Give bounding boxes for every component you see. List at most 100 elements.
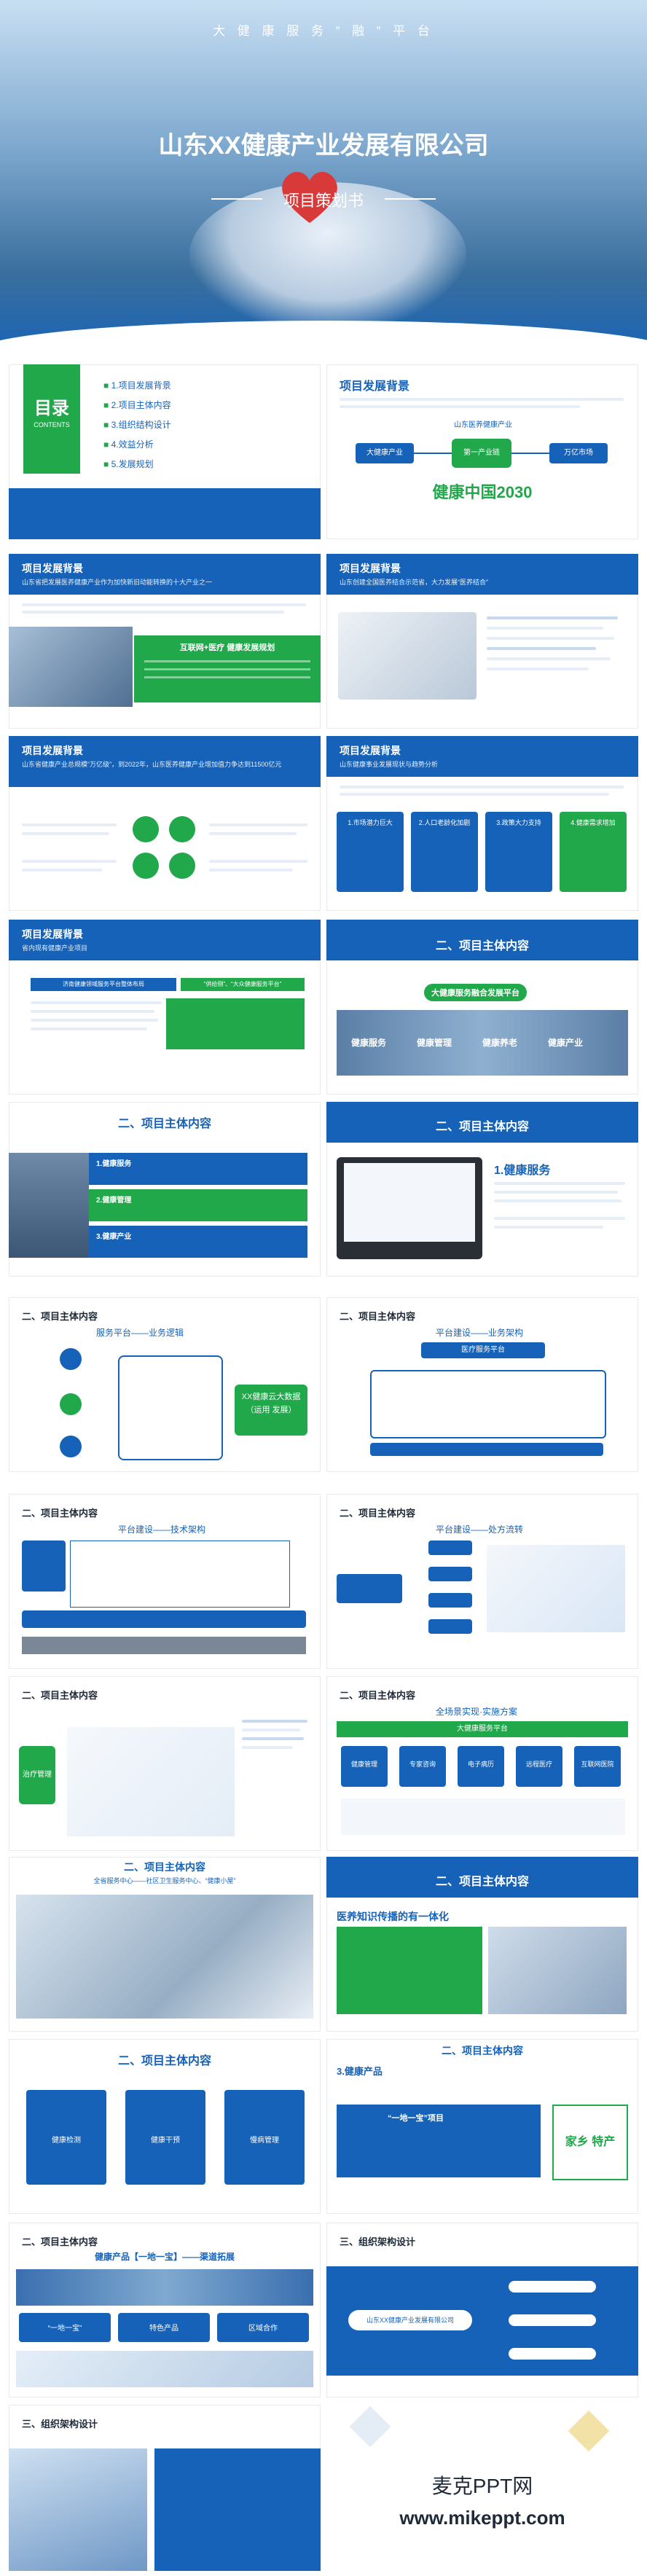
bg6-slide: 项目发展背景 省内现有健康产业项目 济南健康领域服务平台整体布局 “供给侧”、“… <box>9 920 321 1095</box>
hall-caption: 全省服务中心——社区卫生服务中心、“健康小屋” <box>93 1877 236 1884</box>
bg1-node: 大健康产业 <box>356 443 414 463</box>
slide-title: 二、项目主体内容 <box>442 2045 523 2056</box>
hm-card: 健康干预 <box>125 2090 205 2185</box>
org-slide: 三、组织架构设计 山东XX健康产业发展有限公司 <box>326 2223 638 2397</box>
logic-slide: 二、项目主体内容 服务平台——业务逻辑 XX健康云大数据（运用 发展） <box>9 1297 321 1472</box>
bg5-sub: 山东健康事业发展现状与趋势分析 <box>340 761 439 768</box>
toc-title: 目录 <box>34 399 69 418</box>
toc-item[interactable]: ■ 3.组织结构设计 <box>103 420 171 430</box>
bg2-photo <box>9 627 133 707</box>
brand-mark: 麦克PPT网 www.mikeppt.com <box>326 2405 638 2571</box>
tech-title: 平台建设——技术架构 <box>118 1524 206 1535</box>
slide-title: 二、项目主体内容 <box>124 1861 205 1873</box>
bg1-title: 项目发展背景 <box>340 380 410 393</box>
bg3-sub: 山东创建全国医养结合示范省，大力发展“医养结合” <box>340 579 488 586</box>
scene-item: 远程医疗 <box>516 1746 562 1787</box>
bg5-title: 项目发展背景 <box>340 745 401 756</box>
scene-bar: 大健康服务平台 <box>337 1721 628 1737</box>
shop-badge: 家乡 特产 <box>552 2105 628 2180</box>
scene-item: 健康管理 <box>341 1746 388 1787</box>
bg1-node: 第一产业链 <box>452 439 511 468</box>
bg6-sub: 省内现有健康产业项目 <box>22 944 88 952</box>
channel-card: “一地一宝” <box>19 2313 111 2342</box>
slide-title: 二、项目主体内容 <box>117 2055 211 2067</box>
services-strip: 健康服务 健康管理 健康养老 健康产业 <box>337 1010 628 1076</box>
scene-item: 电子病历 <box>458 1746 504 1787</box>
bg2-green-panel: 互联网+医疗 健康发展规划 <box>134 635 321 702</box>
bg1-slide: 项目发展背景 山东医养健康产业 大健康产业 第一产业链 万亿市场 健康中国203… <box>326 364 638 539</box>
process-slide: 二、项目主体内容 平台建设——处方流转 <box>326 1494 638 1669</box>
prod-slide: 二、项目主体内容 3.健康产品 “一地一宝”项目 家乡 特产 <box>326 2039 638 2214</box>
bg2-sub: 山东省把发展医养健康产业作为加快新旧动能转换的十大产业之一 <box>22 579 213 586</box>
brand-name: 麦克PPT网 <box>431 2475 533 2497</box>
slide-title: 二、项目主体内容 <box>435 1121 529 1133</box>
bg5-slide: 项目发展背景 山东健康事业发展现状与趋势分析 1.市场潜力巨大 2.人口老龄化加… <box>326 736 638 911</box>
slide-title: 二、项目主体内容 <box>117 1118 211 1130</box>
biz-title: 平台建设——业务架构 <box>436 1328 524 1338</box>
health-service-slide: 二、项目主体内容 1.健康服务 <box>326 1102 638 1277</box>
bg2-slide: 项目发展背景 山东省把发展医养健康产业作为加快新旧动能转换的十大产业之一 互联网… <box>9 554 321 729</box>
bg3-photo <box>338 612 477 700</box>
channel-slide: 二、项目主体内容 健康产品【一地一宝】——渠道拓展 “一地一宝” 特色产品 区域… <box>9 2223 321 2397</box>
hero-banner: 大 健 康 服 务 ” 融 ” 平 台 山东XX健康产业发展有限公司 项目策划书 <box>0 0 647 363</box>
info-card: 2.人口老龄化加剧 <box>411 812 478 892</box>
flow-slide: 二、项目主体内容 治疗管理 <box>9 1676 321 1851</box>
channel-card: 特色产品 <box>118 2313 210 2342</box>
platform-pill: 大健康服务融合发展平台 <box>424 984 527 1001</box>
circle-icon <box>133 853 159 879</box>
hall-slide: 二、项目主体内容 全省服务中心——社区卫生服务中心、“健康小屋” <box>9 1857 321 2032</box>
toc-item[interactable]: ■ 4.效益分析 <box>103 439 154 450</box>
bg3-slide: 项目发展背景 山东创建全国医养结合示范省，大力发展“医养结合” <box>326 554 638 729</box>
heart-icon <box>277 168 342 226</box>
bg4-title: 项目发展背景 <box>22 745 83 756</box>
platform-box: XX健康云大数据（运用 发展） <box>235 1385 307 1436</box>
info-card: 1.市场潜力巨大 <box>337 812 404 892</box>
process-title: 平台建设——处方流转 <box>436 1524 524 1535</box>
circle-icon <box>133 816 159 842</box>
slide-title: 二、项目主体内容 <box>435 1876 529 1888</box>
hm-card: 健康检测 <box>26 2090 106 2185</box>
scene-item: 专家咨询 <box>399 1746 446 1787</box>
hero-tagline: 大 健 康 服 务 ” 融 ” 平 台 <box>213 24 434 38</box>
info-card: 3.政策大力支持 <box>485 812 552 892</box>
products-slide: 二、项目主体内容 健康检测 健康干预 慢病管理 <box>9 2039 321 2214</box>
bg1-node: 万亿市场 <box>549 443 608 463</box>
org-head: 山东XX健康产业发展有限公司 <box>348 2310 472 2330</box>
bg2-green-label: 互联网+医疗 健康发展规划 <box>179 643 275 652</box>
banner: 健康产品【一地一宝】——渠道拓展 <box>94 2252 235 2262</box>
hero-line-right <box>385 198 436 200</box>
scene-item: 互联网医院 <box>574 1746 621 1787</box>
bg1-sub: 山东医养健康产业 <box>454 421 512 429</box>
toc-item[interactable]: ■ 5.发展规划 <box>103 459 154 469</box>
prod-title: 3.健康产品 <box>337 2066 383 2077</box>
biz-arch-slide: 二、项目主体内容 平台建设——业务架构 医疗服务平台 <box>326 1297 638 1472</box>
bg6-bar: “供给侧”、“大众健康服务平台” <box>181 978 305 991</box>
laptop-mockup <box>337 1157 482 1259</box>
org2-slide: 三、组织架构设计 <box>9 2405 321 2571</box>
section2-cover: 二、项目主体内容 大健康服务融合发展平台 健康服务 健康管理 健康养老 健康产业 <box>326 920 638 1095</box>
bg4-slide: 项目发展背景 山东省健康产业总规模“万亿级”，到2022年，山东医养健康产业增加… <box>9 736 321 911</box>
channel-card: 区域合作 <box>217 2313 309 2342</box>
scene-slide: 二、项目主体内容 全场景实现·实施方案 大健康服务平台 健康管理 专家咨询 电子… <box>326 1676 638 1851</box>
section-title: 二、项目主体内容 <box>435 940 529 952</box>
bg3-title: 项目发展背景 <box>340 563 401 574</box>
info-card: 4.健康需求增加 <box>560 812 627 892</box>
bg4-sub: 山东省健康产业总规模“万亿级”，到2022年，山东医养健康产业增加值力争达到11… <box>22 761 282 768</box>
logic-title: 服务平台——业务逻辑 <box>96 1328 184 1338</box>
knowledge-title: 医养知识传播的有一体化 <box>337 1911 449 1922</box>
bg6-bar: 济南健康领域服务平台整体布局 <box>31 978 176 991</box>
hero-subtitle: 项目策划书 <box>283 192 364 210</box>
bg2-title: 项目发展背景 <box>22 563 83 574</box>
brand-url[interactable]: www.mikeppt.com <box>399 2507 565 2529</box>
hm-card: 慢病管理 <box>224 2090 305 2185</box>
toc-item[interactable]: ■ 1.项目发展背景 <box>103 380 171 391</box>
toc-en: CONTENTS <box>34 421 70 428</box>
toc-list: ■ 1.项目发展背景 ■ 2.项目主体内容 ■ 3.组织结构设计 ■ 4.效益分… <box>103 379 307 477</box>
flow-left: 治疗管理 <box>19 1746 55 1804</box>
org-title: 三、组织架构设计 <box>340 2236 416 2247</box>
main-list-slide: 二、项目主体内容 1.健康服务 2.健康管理 3.健康产业 <box>9 1102 321 1277</box>
toc-bottom-band <box>9 488 321 539</box>
bg6-title: 项目发展背景 <box>22 928 83 940</box>
core-box: 医疗服务平台 <box>421 1342 545 1358</box>
toc-item[interactable]: ■ 2.项目主体内容 <box>103 400 171 410</box>
